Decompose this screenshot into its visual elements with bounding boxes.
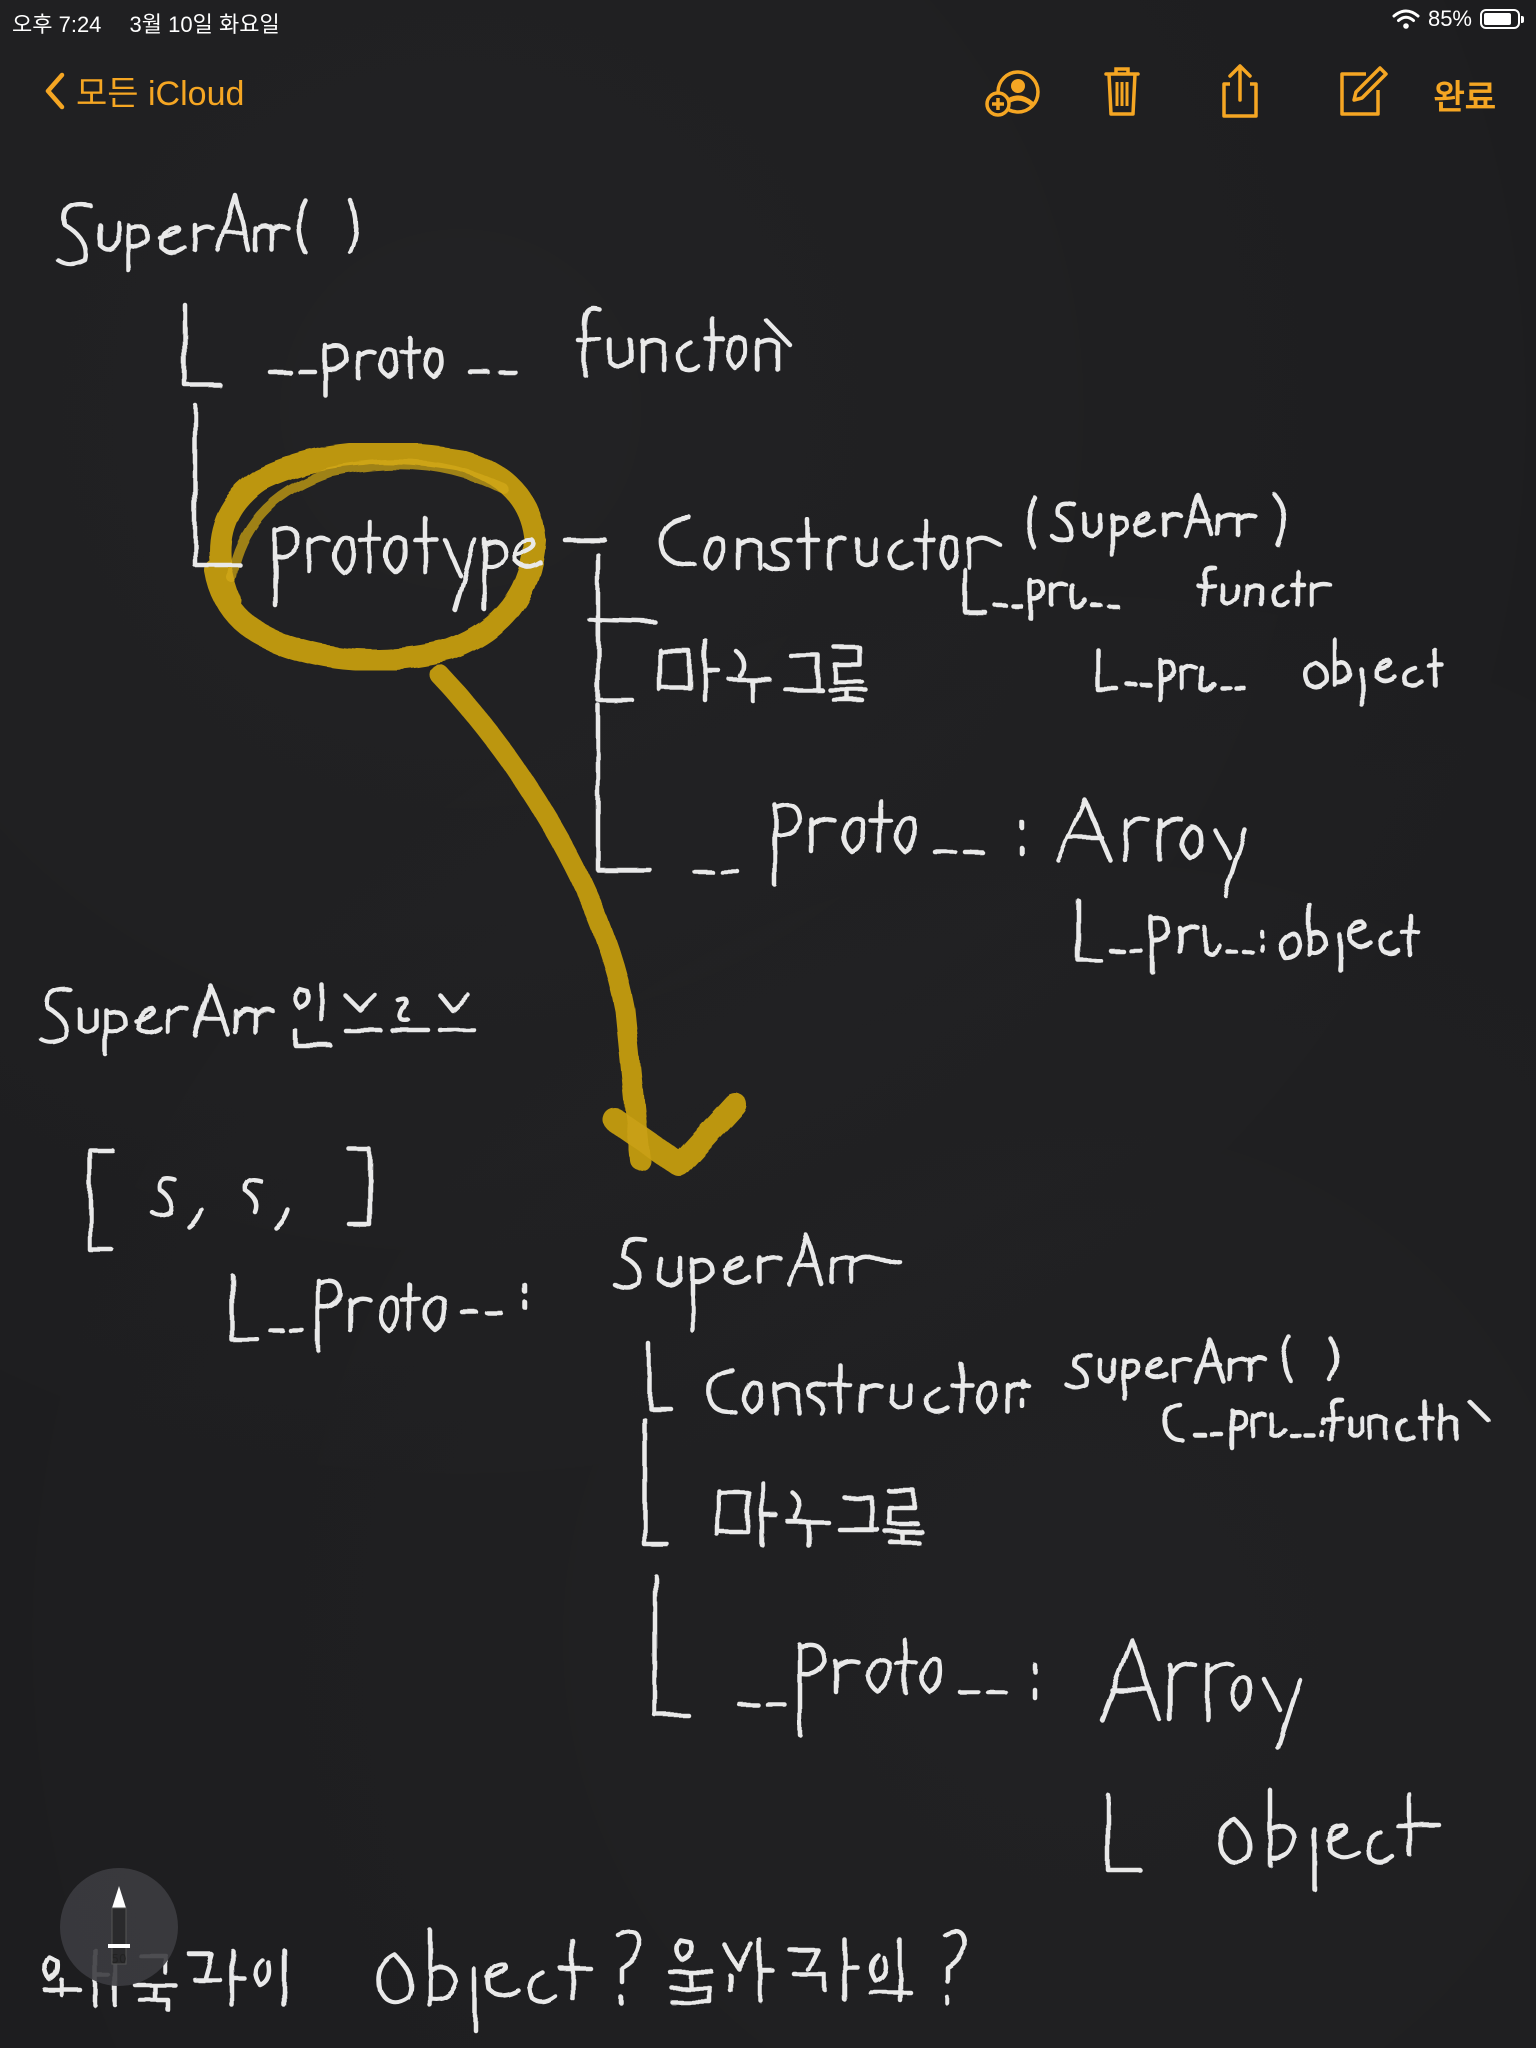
battery-icon [1480,9,1524,29]
back-button-label: 모든 iCloud [76,75,245,113]
add-person-icon [985,70,1040,117]
pencil-tool-button[interactable]: 50 [60,1868,178,1986]
trash-button[interactable] [1090,62,1154,122]
status-date: 3월 10일 화요일 [129,12,280,37]
status-time: 오후 7:24 [12,12,102,37]
status-right: 85% [1392,6,1524,32]
compose-button[interactable] [1328,62,1392,122]
highlight-circle-stroke [204,442,547,671]
back-button[interactable]: 모든 iCloud [44,66,244,115]
handwritten-notes [39,192,1491,2033]
chevron-left-icon [45,72,65,109]
pencil-icon [108,1886,130,1965]
add-person-button[interactable] [982,62,1046,122]
battery-percent: 85% [1427,6,1472,31]
status-bar: 오후 7:24 3월 10일 화요일 85% [0,0,1536,40]
note-toolbar: 모든 iCloud 완료 [0,56,1536,126]
share-icon [1222,64,1258,118]
pencil-size-label: 50 [111,1952,127,1966]
trash-icon [1104,67,1140,116]
highlight-arrow-stroke [430,665,747,1177]
wifi-icon [1392,9,1420,29]
compose-icon [1340,66,1388,116]
done-button[interactable]: 완료 [1433,79,1496,117]
status-left: 오후 7:24 3월 10일 화요일 [12,7,302,39]
share-button[interactable] [1208,62,1272,122]
